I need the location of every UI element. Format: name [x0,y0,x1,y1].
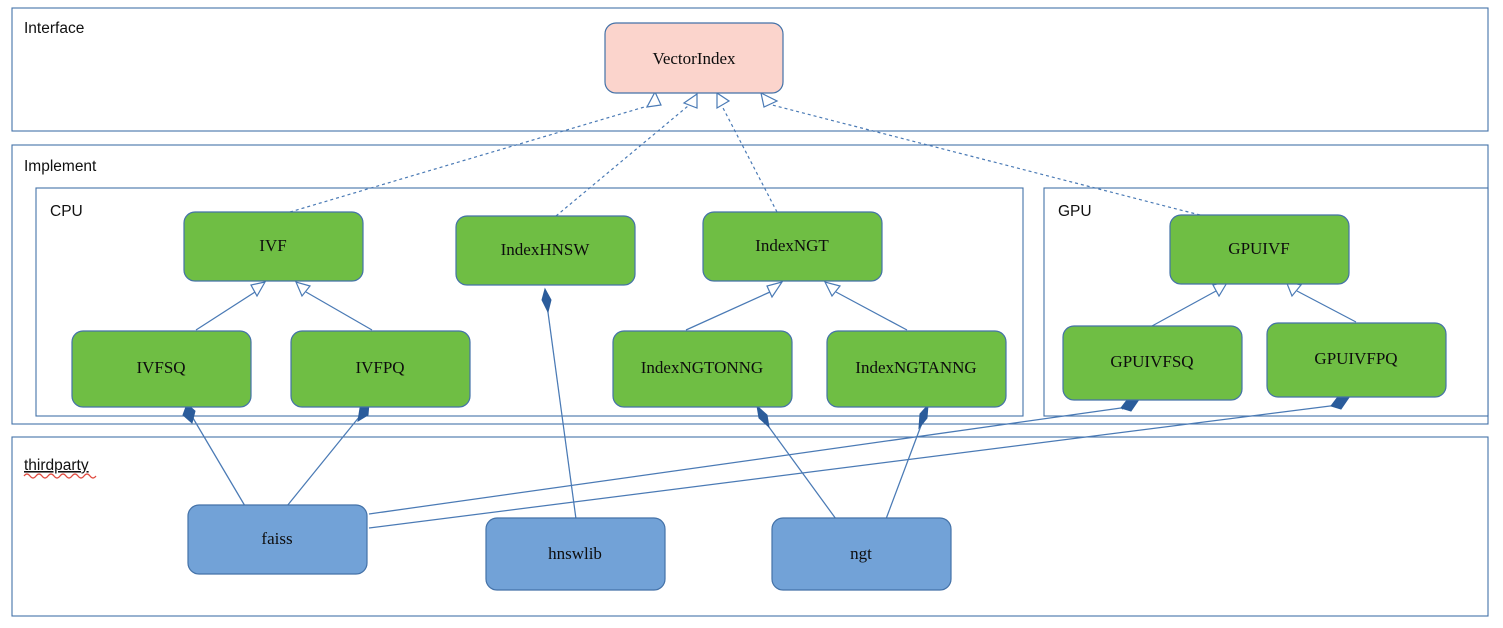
edge-gpuivfpq-gpuivf [1296,290,1357,323]
node-vectorindex-box[interactable] [604,22,784,94]
edge-gpuivf-vectorindex [771,104,1201,216]
arrowhead-ivfsq-ivf [250,281,267,298]
node-indexngtonng-box[interactable] [612,330,793,408]
edge-ivf-vectorindex [289,104,652,213]
node-indexngt-box[interactable] [702,211,883,282]
node-ivfsq[interactable]: IVFSQ [71,330,252,408]
edge-faiss-gpuivfsq [368,406,1129,515]
node-ngt[interactable]: ngt [771,517,952,591]
edge-faiss-gpuivfpq [368,404,1339,529]
node-hnswlib-label: hnswlib [548,544,602,563]
arrowhead-gpuivf-vectorindex [760,91,779,108]
edge-gpuivfsq-gpuivf [1151,290,1217,327]
diamond-ngt-indexngtanng [918,403,929,430]
arrowhead-indexhnsw-vectorindex [682,92,698,109]
edge-indexngtonng-indexngt [685,291,771,331]
node-indexngt-label: IndexNGT [755,236,829,255]
node-vectorindex-label: VectorIndex [652,49,736,68]
node-ivf[interactable]: IVF [183,211,364,282]
edge-ivfpq-ivf [305,291,373,331]
edge-hnswlib-indexhnsw [546,304,577,520]
edge-indexngtanng-indexngt [835,291,908,331]
group-label-cpu: CPU [50,203,83,220]
node-gpuivf-label: GPUIVF [1228,239,1289,258]
node-gpuivfsq[interactable]: GPUIVFSQ [1062,325,1243,401]
group-label-interface: Interface [24,20,84,37]
node-ngt-label: ngt [850,544,872,563]
node-faiss-box[interactable] [187,504,368,575]
arrowhead-indexngtonng-indexngt [766,281,784,299]
node-indexngtanng-box[interactable] [826,330,1007,408]
node-vectorindex[interactable]: VectorIndex [604,22,784,94]
group-label-thirdparty: thirdparty [24,457,89,474]
arrowhead-ivfpq-ivf [294,281,312,298]
node-indexngtonng-label: IndexNGTONNG [641,358,763,377]
node-faiss[interactable]: faiss [187,504,368,575]
node-ivfpq[interactable]: IVFPQ [290,330,471,408]
node-indexngt[interactable]: IndexNGT [702,211,883,282]
arrowhead-indexngt-vectorindex [716,91,731,110]
node-ivfpq-box[interactable] [290,330,471,408]
node-gpuivfpq-label: GPUIVFPQ [1314,349,1397,368]
arrowhead-indexngtanng-indexngt [823,281,842,298]
diamond-ngt-indexngtonng [756,404,770,429]
node-indexngtanng-label: IndexNGTANNG [855,358,976,377]
edge-indexngt-vectorindex [721,105,778,213]
group-label-implement: Implement [24,158,97,175]
node-indexhnsw[interactable]: IndexHNSW [455,215,636,286]
node-indexhnsw-box[interactable] [455,215,636,286]
arrowhead-ivf-vectorindex [645,90,662,108]
node-ngt-box[interactable] [771,517,952,591]
edge-ngt-indexngtonng [765,422,837,520]
node-indexngtanng[interactable]: IndexNGTANNG [826,330,1007,408]
node-gpuivfsq-label: GPUIVFSQ [1110,352,1193,371]
node-ivfpq-label: IVFPQ [355,358,404,377]
node-indexhnsw-label: IndexHNSW [501,240,591,259]
node-gpuivfsq-box[interactable] [1062,325,1243,401]
node-gpuivfpq[interactable]: GPUIVFPQ [1266,322,1447,398]
diamond-faiss-ivfsq [182,403,196,424]
diamond-hnswlib-indexhnsw [541,287,552,314]
edge-faiss-ivfpq [286,410,365,507]
node-ivf-box[interactable] [183,211,364,282]
node-hnswlib[interactable]: hnswlib [485,517,666,591]
spellcheck-squiggle-icon [23,473,97,479]
node-indexngtonng[interactable]: IndexNGTONNG [612,330,793,408]
node-gpuivfpq-box[interactable] [1266,322,1447,398]
node-faiss-label: faiss [261,529,292,548]
group-label-gpu: GPU [1058,203,1092,220]
edge-indexhnsw-vectorindex [555,105,689,217]
node-gpuivf[interactable]: GPUIVF [1169,214,1350,285]
edge-faiss-ivfsq [189,412,246,507]
node-ivf-label: IVF [259,236,286,255]
edge-ngt-indexngtanng [885,422,923,520]
edge-ivfsq-ivf [195,291,256,331]
node-ivfsq-label: IVFSQ [136,358,185,377]
node-hnswlib-box[interactable] [485,517,666,591]
node-gpuivf-box[interactable] [1169,214,1350,285]
node-ivfsq-box[interactable] [71,330,252,408]
